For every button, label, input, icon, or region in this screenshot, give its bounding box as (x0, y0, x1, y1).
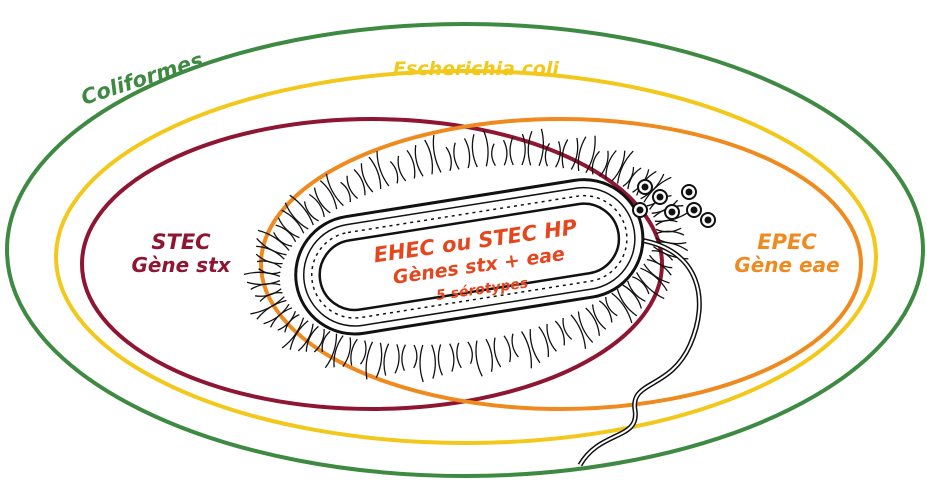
pilus-hair (377, 151, 389, 186)
pilus-hair (398, 156, 406, 181)
pilus-hair (361, 341, 366, 365)
pilus-hair (599, 301, 612, 323)
pilus-hair (457, 343, 461, 368)
pilus-hair (407, 150, 415, 178)
pilus-hair (414, 345, 417, 368)
pilus-hair (450, 344, 454, 372)
pilus-hair (425, 140, 433, 174)
pilus-hair (484, 130, 489, 166)
pilus-hair (494, 338, 500, 367)
coliformes-label: Coliformes (78, 48, 206, 110)
pilus-hair (384, 344, 389, 376)
pilus-hair (571, 315, 586, 349)
pilus-hair (438, 344, 442, 375)
pilus-hair (593, 304, 606, 329)
stec-title-label: STEC (151, 230, 211, 254)
pilus-hair (510, 137, 513, 165)
pilus-hair (492, 144, 496, 166)
escherichia-coli-label: Escherichia coli (393, 58, 559, 80)
pilus-hair (376, 343, 381, 378)
pilus-hair (512, 334, 518, 357)
pilus-hair (504, 140, 507, 165)
pilus-hair (476, 341, 482, 377)
pilus-hair (586, 308, 600, 336)
stec-gene-label: Gène stx (131, 253, 231, 277)
pilus-hair (369, 157, 381, 189)
pilus-hair (446, 147, 451, 171)
pilus-hair (578, 312, 592, 343)
pilus-hair (606, 297, 618, 316)
pilus-hair (528, 131, 532, 165)
pilus-hair (351, 339, 357, 365)
pilus-hair (468, 342, 473, 364)
pilus-hair (530, 329, 540, 363)
pilus-hair (465, 138, 470, 168)
pilus-hair (656, 231, 684, 235)
epec-gene-label: Gène eae (734, 253, 839, 277)
pilus-hair (390, 161, 397, 183)
pilus-hair (347, 176, 358, 199)
pilus-hair (395, 344, 399, 373)
pilus-hair (325, 334, 336, 368)
pilus-hair (285, 203, 308, 229)
pilus-hair (472, 134, 477, 167)
pilus-hair (361, 163, 372, 192)
pilus-hair (354, 170, 365, 196)
pilus-hair (571, 138, 577, 170)
pilus-hair (402, 345, 406, 371)
pilus-hair (454, 143, 459, 170)
pilus-hair (612, 293, 632, 323)
pilus-hair (420, 345, 423, 382)
pilus-hair (432, 345, 436, 379)
pilus-hair (486, 339, 492, 372)
epec-title-label: EPEC (757, 230, 817, 254)
pilus-hair (504, 336, 510, 362)
pilus-hair (433, 135, 441, 172)
pilus-hair (415, 145, 423, 176)
